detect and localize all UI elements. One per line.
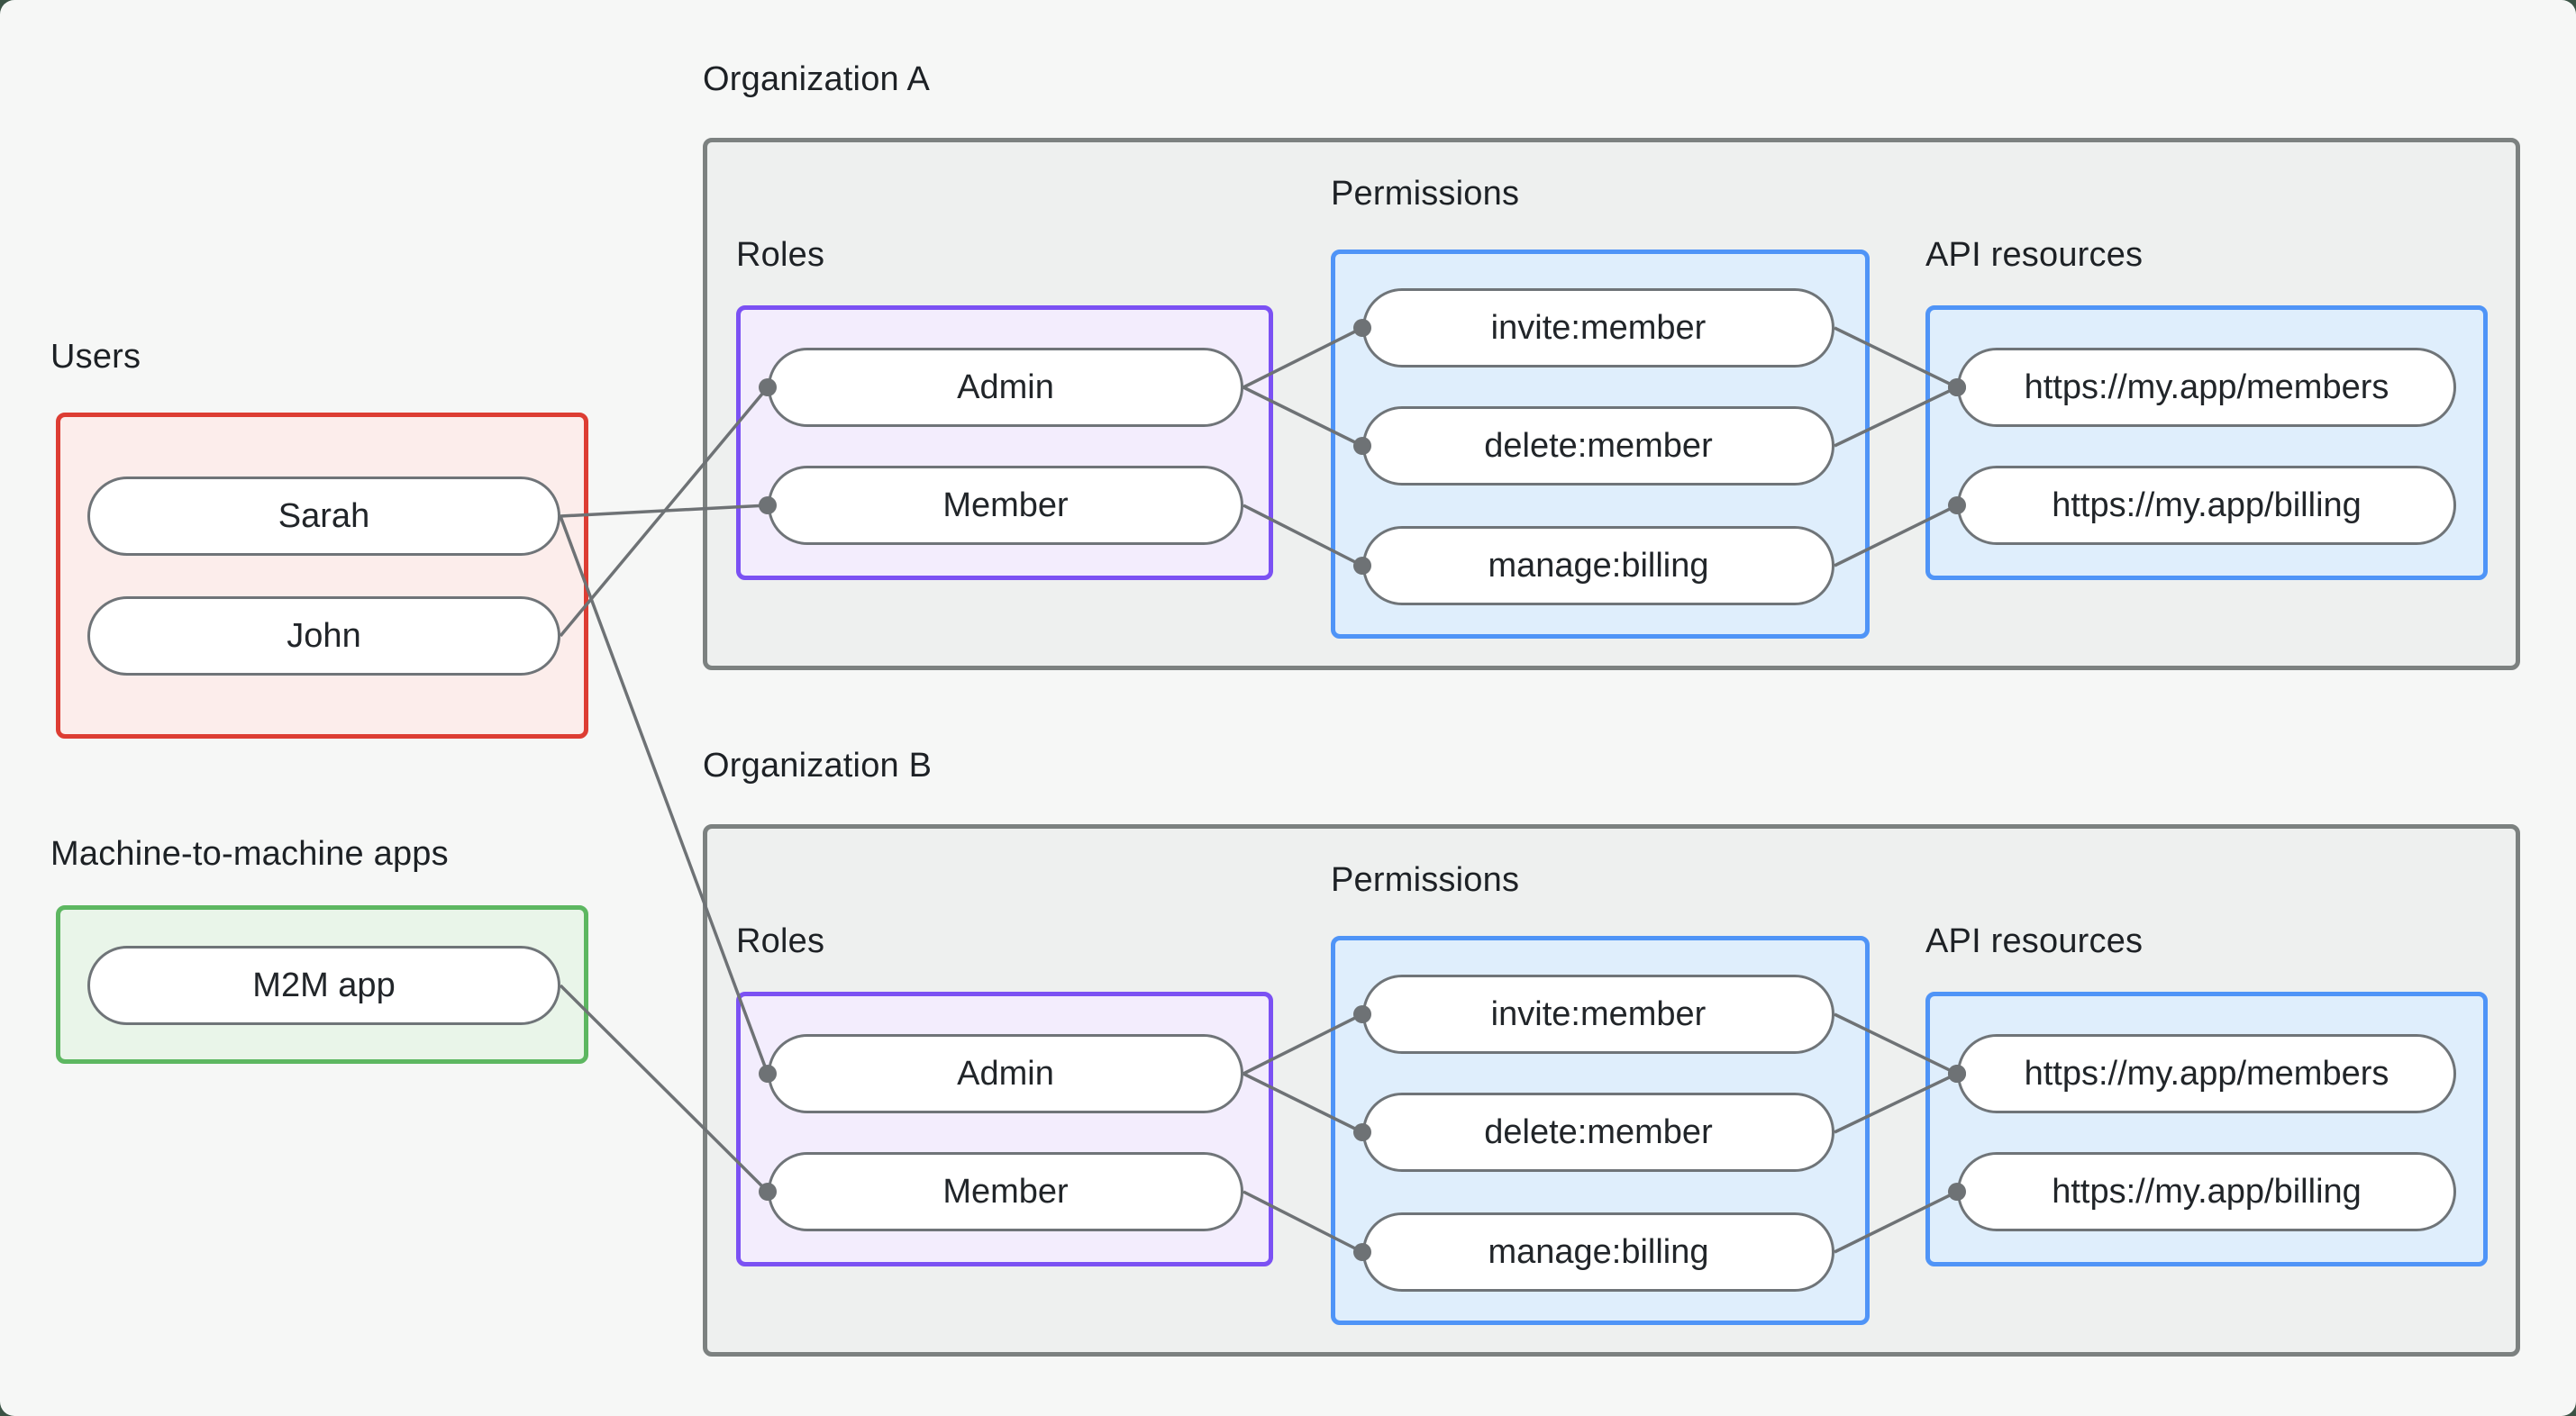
node-org-b-role-member: Member <box>768 1152 1243 1231</box>
org-a-roles-label: Roles <box>736 236 825 274</box>
node-org-b-perm-delete: delete:member <box>1362 1093 1834 1172</box>
m2m-section-label: Machine-to-machine apps <box>50 835 449 873</box>
node-org-b-role-admin: Admin <box>768 1034 1243 1113</box>
org-a-title: Organization A <box>703 60 931 98</box>
node-org-a-api-billing: https://my.app/billing <box>1957 466 2456 545</box>
node-org-a-role-admin: Admin <box>768 348 1243 427</box>
node-org-a-api-members: https://my.app/members <box>1957 348 2456 427</box>
users-group-box <box>56 413 588 739</box>
node-org-a-perm-delete: delete:member <box>1362 406 1834 486</box>
users-section-label: Users <box>50 338 141 376</box>
org-a-permissions-label: Permissions <box>1331 175 1520 213</box>
node-org-a-role-member: Member <box>768 466 1243 545</box>
node-user-john: John <box>87 596 560 676</box>
node-org-b-perm-manage: manage:billing <box>1362 1212 1834 1292</box>
org-a-api-resources-label: API resources <box>1925 236 2144 274</box>
org-b-permissions-label: Permissions <box>1331 861 1520 899</box>
node-user-sarah: Sarah <box>87 477 560 556</box>
node-m2m-app: M2M app <box>87 946 560 1025</box>
org-b-api-resources-label: API resources <box>1925 922 2144 960</box>
org-b-title: Organization B <box>703 747 933 785</box>
node-org-a-perm-invite: invite:member <box>1362 288 1834 368</box>
node-org-a-perm-manage: manage:billing <box>1362 526 1834 605</box>
node-org-b-api-members: https://my.app/members <box>1957 1034 2456 1113</box>
org-b-roles-label: Roles <box>736 922 825 960</box>
node-org-b-api-billing: https://my.app/billing <box>1957 1152 2456 1231</box>
node-org-b-perm-invite: invite:member <box>1362 975 1834 1054</box>
